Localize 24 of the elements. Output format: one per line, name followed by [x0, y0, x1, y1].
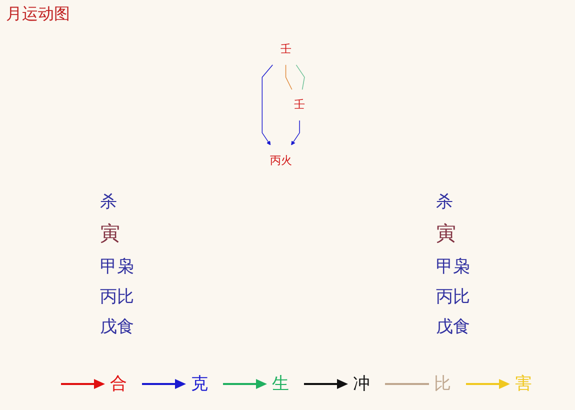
- pillar-text: 杀: [436, 191, 453, 213]
- diagram-title: 月运动图: [6, 4, 70, 25]
- legend-text: 比: [434, 373, 451, 395]
- arrow: [262, 64, 273, 146]
- pillar-text: 寅: [436, 220, 456, 247]
- legend-text: 合: [110, 373, 127, 395]
- node-text: 壬: [280, 43, 292, 56]
- hidden-stem-text: 丙比: [100, 286, 134, 308]
- hidden-stem-text: 甲枭: [436, 256, 470, 278]
- hidden-stem-text: 甲枭: [100, 256, 134, 278]
- node-text: 壬: [294, 98, 305, 112]
- legend-text: 生: [272, 373, 289, 395]
- connector: [296, 64, 305, 90]
- legend-text: 克: [191, 373, 208, 395]
- legend-text: 害: [515, 373, 532, 395]
- connector: [285, 64, 292, 90]
- arrow: [291, 120, 300, 146]
- hidden-stem-text: 戊食: [100, 316, 134, 338]
- hidden-stem-text: 丙比: [436, 286, 470, 308]
- pillar-text: 杀: [100, 191, 117, 213]
- hidden-stem-text: 戊食: [436, 316, 470, 338]
- node-text: 丙火: [270, 154, 292, 167]
- pillar-text: 寅: [100, 220, 120, 247]
- legend-text: 冲: [353, 373, 370, 395]
